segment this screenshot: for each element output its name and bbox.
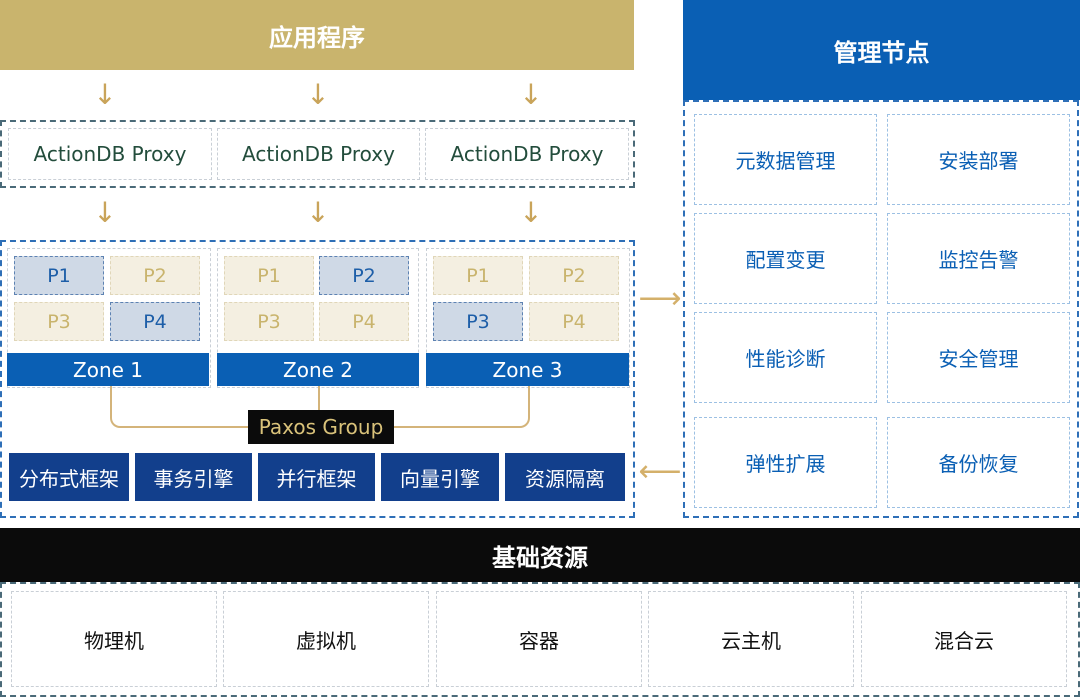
- resource-virtual: 虚拟机: [223, 591, 429, 687]
- feature-distributed-framework: 分布式框架: [9, 453, 129, 501]
- proxy-box-1: ActionDB Proxy: [8, 128, 212, 180]
- mgmt-item-perf-diagnosis: 性能诊断: [694, 312, 877, 403]
- paxos-connector-mid: [318, 386, 320, 410]
- base-title: 基础资源: [492, 543, 588, 572]
- mgmt-title-bar: 管理节点: [683, 0, 1080, 100]
- resource-container: 容器: [436, 591, 642, 687]
- cluster-group: [0, 240, 635, 518]
- proxy-label: ActionDB Proxy: [242, 142, 395, 166]
- partition-p2: P2: [319, 256, 409, 295]
- resource-hybrid-cloud: 混合云: [861, 591, 1067, 687]
- arrow-down-icon: ↓: [93, 196, 117, 229]
- resource-cloud-host: 云主机: [648, 591, 854, 687]
- proxy-box-3: ActionDB Proxy: [425, 128, 629, 180]
- partition-p3: P3: [14, 302, 104, 341]
- base-title-bar: 基础资源: [0, 528, 1080, 582]
- arrow-down-icon: ↓: [93, 78, 117, 111]
- partition-p2: P2: [529, 256, 619, 295]
- arrow-right-icon: ⟶: [638, 281, 682, 316]
- zone-2-label: Zone 2: [217, 353, 419, 386]
- mgmt-item-elastic-scale: 弹性扩展: [694, 417, 877, 508]
- mgmt-item-config-change: 配置变更: [694, 213, 877, 304]
- mgmt-panel: [683, 100, 1079, 518]
- mgmt-item-install-deploy: 安装部署: [887, 114, 1070, 205]
- arrow-down-icon: ↓: [519, 196, 543, 229]
- mgmt-item-security: 安全管理: [887, 312, 1070, 403]
- arrow-down-icon: ↓: [519, 78, 543, 111]
- partition-p4: P4: [110, 302, 200, 341]
- partition-p4: P4: [319, 302, 409, 341]
- arrow-left-icon: ⟵: [638, 454, 682, 489]
- partition-p3: P3: [224, 302, 314, 341]
- resource-physical: 物理机: [11, 591, 217, 687]
- zone-3-label: Zone 3: [426, 353, 629, 386]
- feature-resource-isolation: 资源隔离: [505, 453, 625, 501]
- mgmt-title: 管理节点: [833, 38, 930, 67]
- mgmt-item-backup-restore: 备份恢复: [887, 417, 1070, 508]
- feature-parallel-framework: 并行框架: [258, 453, 375, 501]
- partition-p3: P3: [433, 302, 523, 341]
- partition-p4: P4: [529, 302, 619, 341]
- partition-p1: P1: [224, 256, 314, 295]
- arrow-down-icon: ↓: [306, 196, 330, 229]
- paxos-group-label: Paxos Group: [248, 410, 394, 444]
- zone-1-label: Zone 1: [7, 353, 209, 386]
- partition-p2: P2: [110, 256, 200, 295]
- resource-group: 物理机 虚拟机 容器 云主机 混合云: [0, 582, 1080, 697]
- zone-1-frame: [7, 248, 211, 388]
- proxy-label: ActionDB Proxy: [33, 142, 187, 166]
- partition-p1: P1: [14, 256, 104, 295]
- proxy-group: ActionDB Proxy ActionDB Proxy ActionDB P…: [0, 120, 635, 188]
- app-title: 应用程序: [269, 23, 365, 52]
- partition-p1: P1: [433, 256, 523, 295]
- proxy-label: ActionDB Proxy: [450, 142, 604, 166]
- feature-transaction-engine: 事务引擎: [135, 453, 252, 501]
- mgmt-item-metadata: 元数据管理: [694, 114, 877, 205]
- feature-vector-engine: 向量引擎: [381, 453, 499, 501]
- arrow-down-icon: ↓: [306, 78, 330, 111]
- mgmt-item-monitor-alert: 监控告警: [887, 213, 1070, 304]
- app-title-bar: 应用程序: [0, 0, 634, 70]
- proxy-box-2: ActionDB Proxy: [217, 128, 420, 180]
